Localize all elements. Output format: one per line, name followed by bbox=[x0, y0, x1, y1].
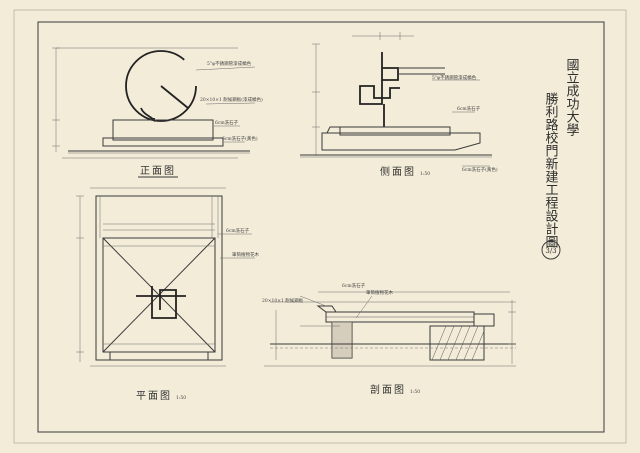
plan-sculpture bbox=[136, 286, 186, 319]
side-view-title: 侧面图 bbox=[380, 165, 416, 178]
side-elevation: 5"φ不銹鋼管漆成橘色 6cm洗石子 6cm洗石子(黃色) 侧面图 1:50 bbox=[300, 32, 498, 178]
front-note-4: 6cm洗石子(黃色) bbox=[222, 135, 258, 142]
front-elevation: 5"φ不銹鋼管漆成橘色 20×10×1 耐候鋼板(漆成橘色) 6cm洗石子 6c… bbox=[52, 47, 263, 178]
ring-arm bbox=[160, 85, 189, 109]
section-cap bbox=[316, 305, 337, 313]
section-right-edge bbox=[473, 313, 495, 327]
section-view-title: 剖面图 bbox=[370, 383, 406, 396]
front-view-title: 正面图 bbox=[140, 165, 176, 177]
front-base-block bbox=[112, 119, 214, 141]
front-note-2: 20×10×1 耐候鋼板(漆成橘色) bbox=[200, 96, 263, 103]
sheet-number: 3/3 bbox=[545, 247, 556, 255]
ring-sculpture bbox=[125, 50, 197, 122]
section-right-block bbox=[429, 325, 485, 361]
title-block: 國立成功大學 勝利路校門新建工程設計圖 3/3 bbox=[541, 58, 580, 260]
project-title: 勝利路校門新建工程設計圖 bbox=[543, 92, 559, 248]
section-note-3: 20×10×1 耐候鋼板 bbox=[262, 297, 304, 304]
section-view-scale: 1:50 bbox=[410, 389, 420, 395]
side-base-block bbox=[339, 126, 451, 136]
side-note-3: 6cm洗石子(黃色) bbox=[462, 166, 498, 173]
drawing-border bbox=[37, 21, 605, 433]
plan-entry-step bbox=[109, 351, 209, 361]
plan-diagonal bbox=[102, 237, 216, 353]
leader bbox=[195, 66, 256, 71]
front-plinth bbox=[102, 137, 224, 147]
section-view: 6cm洗石子 筆筒植物花木 20×10×1 耐候鋼板 剖面图 1:50 bbox=[262, 282, 516, 396]
paper-edge bbox=[13, 9, 627, 444]
section-note-2: 筆筒植物花木 bbox=[366, 289, 393, 296]
side-arm bbox=[359, 80, 400, 105]
plan-view-scale: 1:50 bbox=[176, 395, 186, 401]
side-note-2: 6cm洗石子 bbox=[457, 105, 481, 112]
leader bbox=[355, 295, 373, 319]
leader bbox=[205, 102, 256, 105]
side-view-scale: 1:50 bbox=[420, 171, 430, 177]
section-left-pier-fill bbox=[332, 322, 352, 358]
section-hatching bbox=[431, 325, 485, 361]
sheet-number-circle bbox=[541, 240, 561, 260]
plan-view: 6cm洗石子 筆筒植物花木 平面图 1:50 bbox=[76, 187, 259, 402]
front-note-3: 6cm洗石子 bbox=[215, 119, 239, 126]
institution-title: 國立成功大學 bbox=[564, 58, 580, 136]
plan-note-1: 6cm洗石子 bbox=[226, 227, 250, 234]
side-plinth bbox=[321, 132, 481, 151]
front-note-1: 5"φ不銹鋼管漆成橘色 bbox=[207, 60, 252, 67]
plan-view-title: 平面图 bbox=[136, 390, 172, 402]
leader bbox=[299, 295, 327, 307]
plan-note-2: 筆筒植物花木 bbox=[232, 251, 259, 258]
side-note-1: 5"φ不銹鋼管漆成橘色 bbox=[432, 74, 477, 81]
section-note-1: 6cm洗石子 bbox=[342, 282, 366, 289]
side-loop bbox=[381, 52, 399, 81]
